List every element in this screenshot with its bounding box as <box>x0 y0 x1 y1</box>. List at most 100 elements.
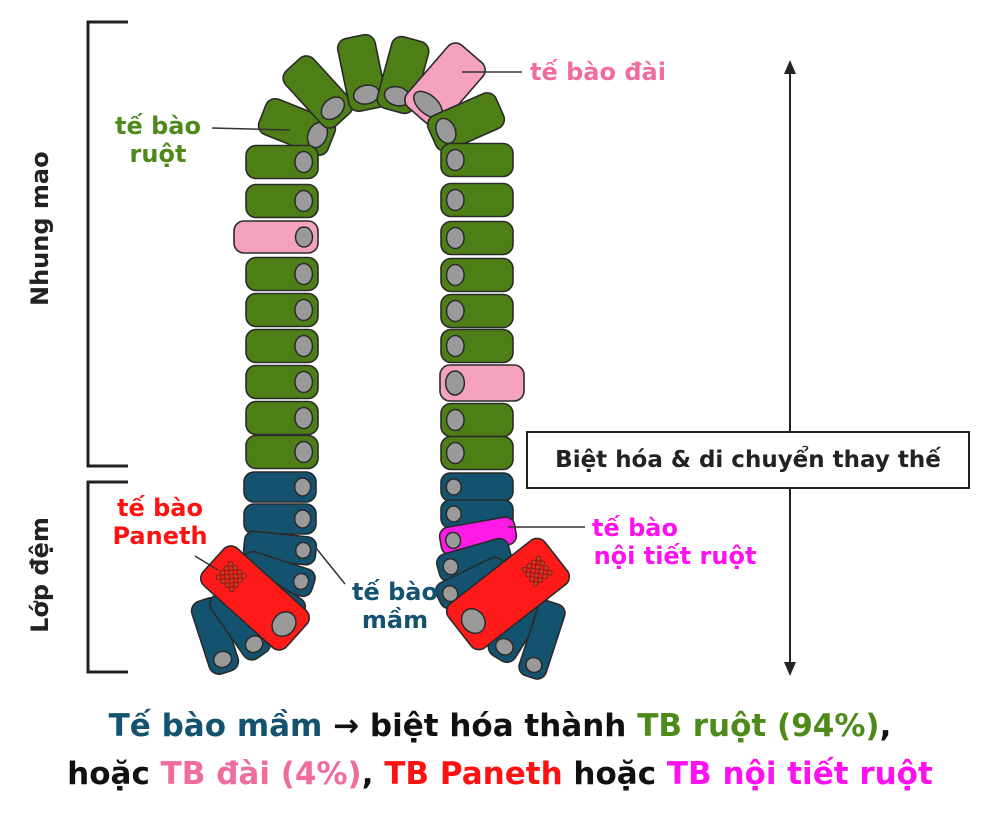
region-villus-label: Nhung mao <box>26 151 54 306</box>
secretory-granule <box>534 564 541 570</box>
migration-arrow <box>784 60 796 676</box>
nucleus <box>442 557 459 576</box>
secretory-granule <box>227 561 234 567</box>
nucleus <box>444 531 462 550</box>
secretory-granule <box>532 581 539 587</box>
nucleus <box>444 370 466 396</box>
enterocyte-cell <box>245 292 319 328</box>
secretory-granule <box>533 572 540 579</box>
enterocyte-cell <box>245 364 319 400</box>
stem-cell <box>243 503 317 535</box>
label-enterocyte-line1: tế bào <box>115 112 201 140</box>
nucleus <box>294 150 314 174</box>
enterocyte-cell <box>245 144 319 180</box>
stem-cell <box>518 600 566 680</box>
caption-segment: TB ruột (94%) <box>637 708 880 744</box>
enterocyte-cell <box>440 402 514 438</box>
villus-bracket <box>86 20 128 468</box>
arrow-up-head <box>784 60 796 74</box>
secretory-granule <box>219 569 226 576</box>
nucleus <box>294 226 314 248</box>
secretory-granule <box>236 569 243 575</box>
enterocyte-cell <box>440 328 514 364</box>
label-enteroendocrine-line2: nội tiết ruột <box>593 542 757 570</box>
enterocyte-cell <box>245 400 319 436</box>
nucleus <box>294 541 312 560</box>
nucleus <box>294 298 314 322</box>
arrow-down-head <box>784 662 796 676</box>
nucleus <box>445 408 465 432</box>
region-crypt-label: Lớp đệm <box>26 517 54 633</box>
secretory-granule <box>535 555 542 562</box>
enterocyte-cell <box>440 182 514 218</box>
enterocyte-cell <box>440 257 514 293</box>
secretory-granule <box>531 559 537 566</box>
pointer-stem <box>315 547 346 585</box>
nucleus <box>445 148 465 172</box>
caption-segment: hoặc <box>67 756 161 792</box>
nucleus <box>294 189 314 213</box>
enterocyte-cell <box>282 55 354 129</box>
nucleus <box>525 656 543 674</box>
secretory-granule <box>537 577 544 583</box>
enterocyte-cell <box>440 142 514 178</box>
nucleus <box>292 572 310 591</box>
label-paneth-line1: tế bào <box>117 494 203 522</box>
goblet-cell <box>439 364 525 402</box>
goblet-cell <box>233 220 319 254</box>
label-paneth-line2: Paneth <box>112 522 208 550</box>
caption-segment: , <box>361 756 385 792</box>
paneth-cell <box>199 545 311 651</box>
caption-segment: TB nội tiết ruột <box>666 756 933 792</box>
nucleus <box>445 226 465 250</box>
enterocyte-cell <box>245 183 319 219</box>
secretory-granule <box>232 573 239 580</box>
cell-layer <box>190 33 571 680</box>
stem-cell <box>240 550 316 598</box>
crypt-bracket <box>86 480 128 674</box>
nucleus <box>445 505 462 523</box>
goblet-cell <box>404 42 486 128</box>
pointer-paneth <box>194 555 219 571</box>
secretory-granule <box>232 565 238 571</box>
secretory-granule <box>538 568 545 575</box>
caption-segment: TB Paneth <box>384 756 563 792</box>
nucleus <box>271 611 297 638</box>
caption-segment: TB đài (4%) <box>160 756 362 792</box>
secretory-granule <box>539 560 546 567</box>
caption-segment: , <box>879 708 892 744</box>
enterocyte-cell <box>440 220 514 256</box>
secretory-granule <box>529 576 535 582</box>
caption-segment: Tế bào mầm <box>108 708 323 744</box>
enterocyte-cell <box>440 435 514 471</box>
nucleus <box>445 478 462 496</box>
enterocyte-cell <box>336 33 388 113</box>
label-stem: tế bào mầm <box>340 578 450 634</box>
brackets <box>86 20 128 674</box>
label-paneth: tế bào Paneth <box>100 494 220 550</box>
secretory-granule <box>543 565 549 571</box>
enterocyte-cell <box>426 92 506 152</box>
process-box: Biệt hóa & di chuyển thay thế <box>526 431 970 489</box>
enterocyte-cell <box>245 328 319 364</box>
nucleus <box>445 299 465 323</box>
stem-cell <box>440 472 514 502</box>
nucleus <box>244 635 264 654</box>
secretory-granule <box>233 582 239 588</box>
secretory-granule <box>229 586 235 593</box>
stem-cell <box>242 530 318 566</box>
nucleus <box>294 440 314 464</box>
nucleus <box>212 650 233 669</box>
label-enteroendocrine-line1: tế bào <box>592 514 678 542</box>
secretory-granule <box>530 567 536 574</box>
secretory-granule <box>525 571 532 578</box>
nucleus <box>294 370 314 394</box>
nucleus <box>494 637 514 656</box>
nucleus <box>445 263 465 287</box>
label-stem-line1: tế bào <box>352 578 438 606</box>
caption-line-2: hoặc TB đài (4%), TB Paneth hoặc TB nội … <box>0 756 1000 792</box>
secretory-granule <box>228 578 235 584</box>
enterocyte-cell <box>245 434 319 470</box>
